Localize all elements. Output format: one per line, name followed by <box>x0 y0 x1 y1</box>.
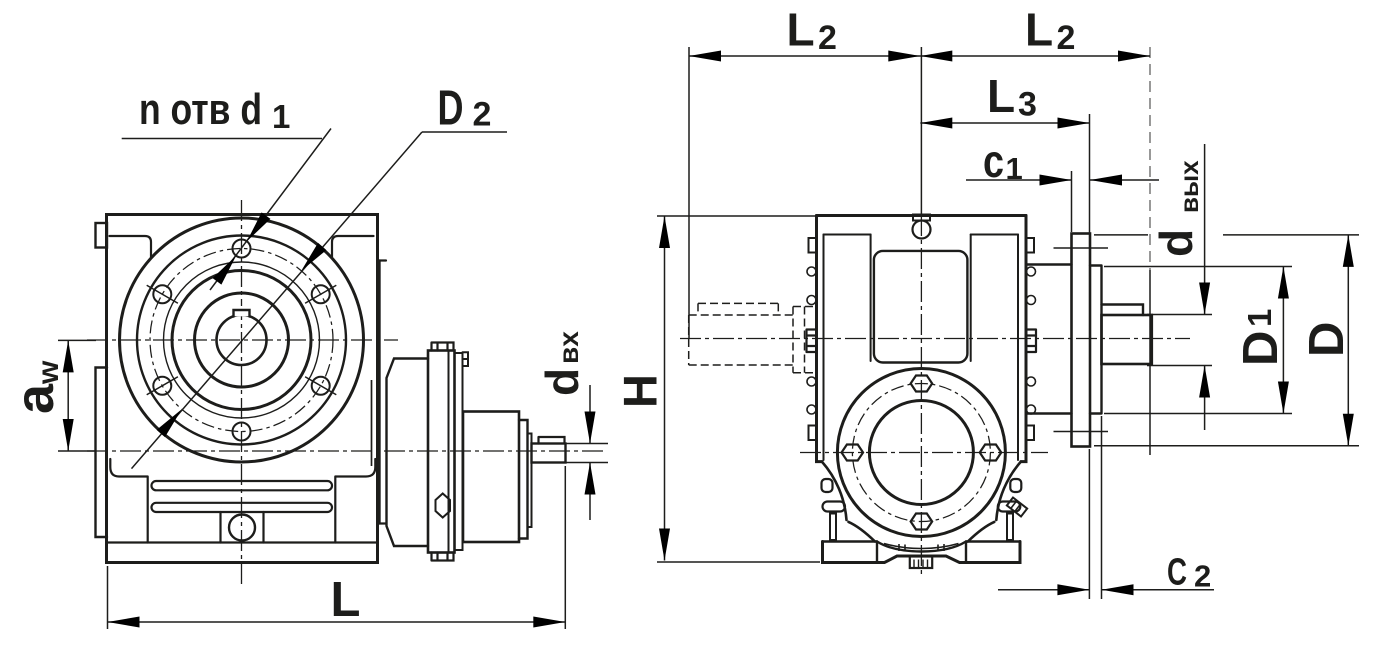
svg-text:3: 3 <box>1018 86 1037 124</box>
svg-text:c: c <box>983 135 1004 187</box>
svg-text:D: D <box>438 82 464 136</box>
svg-text:D: D <box>1234 331 1288 366</box>
svg-text:2: 2 <box>1057 19 1076 57</box>
svg-text:1: 1 <box>1006 151 1023 186</box>
svg-text:d: d <box>536 368 588 396</box>
svg-text:L: L <box>1025 4 1053 56</box>
svg-text:D: D <box>1300 322 1354 357</box>
svg-text:n отв d: n отв d <box>139 85 262 134</box>
svg-text:вх: вх <box>553 331 584 364</box>
svg-text:1: 1 <box>1241 309 1278 327</box>
svg-text:2: 2 <box>1194 559 1211 594</box>
svg-text:w: w <box>32 360 65 385</box>
svg-text:L: L <box>987 70 1015 122</box>
svg-text:a: a <box>5 383 65 414</box>
svg-text:2: 2 <box>473 96 492 134</box>
svg-text:L: L <box>331 573 361 627</box>
svg-text:d: d <box>1150 229 1202 257</box>
svg-text:вых: вых <box>1174 160 1204 213</box>
svg-text:H: H <box>614 374 667 408</box>
svg-text:2: 2 <box>818 19 837 57</box>
svg-text:1: 1 <box>272 98 290 135</box>
svg-text:L: L <box>787 4 815 56</box>
svg-text:C: C <box>1167 552 1187 594</box>
